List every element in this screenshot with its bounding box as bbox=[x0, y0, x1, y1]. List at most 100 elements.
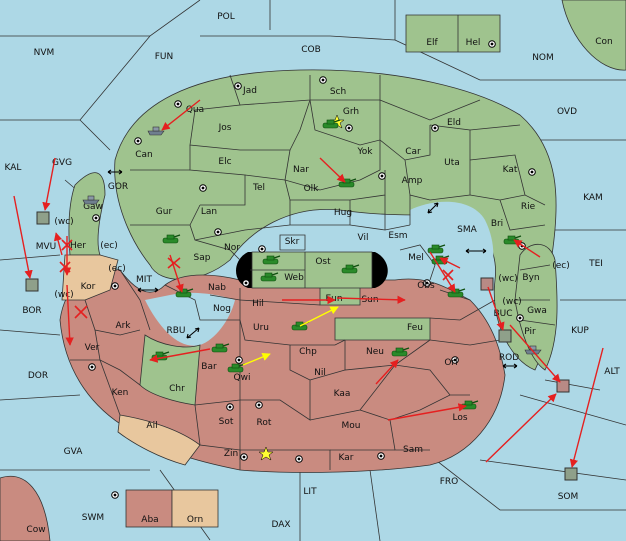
sea-label-KAM: KAM bbox=[583, 193, 603, 203]
sea-label-DOR: DOR bbox=[28, 371, 48, 381]
sea-label-GVG: GVG bbox=[52, 158, 72, 168]
province-label-Orn: Orn bbox=[187, 515, 203, 525]
province-label-Mel: Mel bbox=[408, 253, 424, 263]
province-ail[interactable] bbox=[117, 414, 201, 466]
province-kor[interactable] bbox=[61, 254, 119, 301]
sea-label-FUN: FUN bbox=[155, 52, 174, 62]
province-label-Mou: Mou bbox=[342, 421, 361, 431]
province-label-Gwa: Gwa bbox=[527, 306, 547, 316]
province-label-Nor: Nor bbox=[224, 243, 240, 253]
province-label-Jos: Jos bbox=[218, 123, 232, 133]
sea-label-OVD: OVD bbox=[557, 107, 577, 117]
province-label-Eld: Eld bbox=[447, 118, 461, 128]
sea-label-SWM: SWM bbox=[82, 513, 104, 523]
province-label-Elf: Elf bbox=[426, 38, 438, 48]
coast-tag-ec-4: (ec) bbox=[552, 261, 570, 271]
province-label-Ken: Ken bbox=[112, 388, 129, 398]
failed-order-x-icon bbox=[59, 239, 454, 319]
province-label-Hug: Hug bbox=[334, 208, 352, 218]
sea-label-DAX: DAX bbox=[271, 520, 290, 530]
province-label-Pir: Pir bbox=[524, 327, 536, 337]
province-label-Esm: Esm bbox=[388, 231, 407, 241]
province-label-Ver: Ver bbox=[85, 343, 100, 353]
coast-tag-wc-0: (wc) bbox=[54, 217, 73, 227]
province-label-Grh: Grh bbox=[343, 107, 359, 117]
sea-label-NVM: NVM bbox=[34, 48, 55, 58]
province-ost-center[interactable] bbox=[251, 251, 373, 289]
sea-label-SOM: SOM bbox=[558, 492, 579, 502]
province-label-Sam: Sam bbox=[403, 445, 423, 455]
sea-label-KAL: KAL bbox=[5, 163, 22, 173]
province-label-Qua: Qua bbox=[186, 105, 204, 115]
province-label-Nab: Nab bbox=[208, 283, 226, 293]
province-label-Kar: Kar bbox=[339, 453, 354, 463]
province-label-Ark: Ark bbox=[115, 321, 131, 331]
sea-label-MIT: MIT bbox=[136, 275, 152, 285]
province-label-Skr: Skr bbox=[285, 237, 300, 247]
sea-label-NOM: NOM bbox=[532, 53, 554, 63]
province-label-Sun: Sun bbox=[361, 295, 378, 305]
sea-label-KUP: KUP bbox=[571, 326, 589, 336]
province-byn-gwa[interactable] bbox=[514, 243, 558, 371]
province-label-Tel: Tel bbox=[252, 183, 265, 193]
province-label-Neu: Neu bbox=[366, 347, 384, 357]
sea-label-TEI: TEI bbox=[588, 259, 603, 269]
province-label-Bri: Bri bbox=[491, 219, 503, 229]
province-label-Nil: Nil bbox=[314, 368, 326, 378]
sea-label-SMA: SMA bbox=[457, 225, 477, 235]
province-label-Sot: Sot bbox=[219, 417, 234, 427]
province-label-Sap: Sap bbox=[194, 253, 211, 263]
canal-arrow-icon bbox=[107, 169, 518, 369]
coast-tag-wc-3: (wc) bbox=[54, 290, 73, 300]
sea-label-MVU: MVU bbox=[36, 242, 57, 252]
province-label-Gaw: Gaw bbox=[83, 202, 103, 212]
province-label-Aba: Aba bbox=[141, 515, 158, 525]
province-label-Hel: Hel bbox=[466, 38, 481, 48]
province-label-Olk: Olk bbox=[304, 184, 320, 194]
province-label-Uru: Uru bbox=[253, 323, 269, 333]
province-label-Amp: Amp bbox=[402, 176, 423, 186]
province-label-Kor: Kor bbox=[81, 282, 96, 292]
province-label-Eun: Eun bbox=[325, 294, 342, 304]
province-gaw[interactable] bbox=[68, 172, 106, 256]
province-orn[interactable] bbox=[171, 489, 219, 528]
province-label-Lan: Lan bbox=[201, 207, 217, 217]
province-label-Kaa: Kaa bbox=[334, 389, 351, 399]
sea-label-GOR: GOR bbox=[108, 182, 128, 192]
province-label-Con: Con bbox=[595, 37, 613, 47]
province-label-Rie: Rie bbox=[521, 202, 536, 212]
province-label-Ost: Ost bbox=[315, 257, 331, 267]
province-label-Cow: Cow bbox=[26, 525, 45, 535]
province-label-Yok: Yok bbox=[356, 147, 373, 157]
coast-tag-wc-5: (wc) bbox=[498, 274, 517, 284]
sea-label-LIT: LIT bbox=[303, 487, 317, 497]
province-label-Orl: Orl bbox=[444, 358, 457, 368]
support-arrows bbox=[242, 306, 339, 366]
inner-sea-sma bbox=[410, 201, 494, 275]
province-aba[interactable] bbox=[125, 489, 173, 528]
province-label-Jad: Jad bbox=[242, 86, 257, 96]
province-label-Gur: Gur bbox=[156, 207, 173, 217]
coast-tag-ec-2: (ec) bbox=[108, 264, 126, 274]
sea-label-BOR: BOR bbox=[22, 306, 41, 316]
coast-tag-ec-1: (ec) bbox=[100, 241, 118, 251]
province-label-Feu: Feu bbox=[407, 323, 423, 333]
inner-sea-rbu bbox=[145, 292, 235, 346]
sea-label-FRO: FRO bbox=[440, 477, 459, 487]
province-label-Qwi: Qwi bbox=[234, 373, 251, 383]
province-label-Car: Car bbox=[405, 147, 421, 157]
province-label-Byn: Byn bbox=[522, 273, 539, 283]
province-elf-hel[interactable] bbox=[405, 14, 501, 53]
province-label-Can: Can bbox=[135, 150, 153, 160]
sea-label-ALT: ALT bbox=[604, 367, 620, 377]
province-label-Chp: Chp bbox=[299, 347, 317, 357]
province-label-Chr: Chr bbox=[169, 384, 185, 394]
province-label-Vil: Vil bbox=[358, 233, 369, 243]
province-label-Elc: Elc bbox=[218, 157, 231, 167]
province-label-Ail: Ail bbox=[146, 421, 157, 431]
province-borders bbox=[70, 74, 556, 470]
province-label-Obs: Obs bbox=[417, 281, 435, 291]
